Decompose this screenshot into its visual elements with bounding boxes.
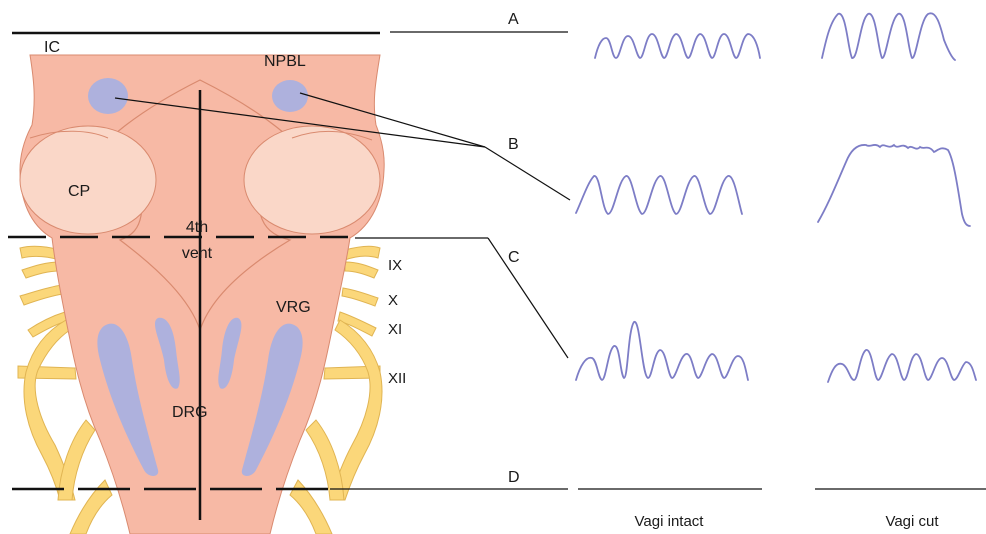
cerebellar-peduncle-right [244, 126, 380, 234]
label-ic: IC [44, 39, 60, 56]
pointer-c-trace [488, 238, 568, 358]
column-label-cut: Vagi cut [885, 513, 939, 530]
cerebellar-peduncle-left [20, 126, 156, 234]
label-fourth-vent-1: 4th [186, 219, 208, 236]
section-labels: A B C D [508, 11, 520, 486]
label-nerve-x: X [388, 292, 398, 309]
section-label-b: B [508, 136, 519, 153]
section-label-a: A [508, 11, 519, 28]
pointer-b-trace [485, 147, 570, 200]
label-cp: CP [68, 183, 90, 200]
label-vrg: VRG [276, 299, 311, 316]
label-drg: DRG [172, 404, 208, 421]
label-nerve-xii: XII [388, 370, 406, 387]
section-label-d: D [508, 469, 520, 486]
nerve-left-x [20, 285, 63, 305]
column-label-intact: Vagi intact [635, 513, 705, 530]
label-npbl: NPBL [264, 53, 306, 70]
respiratory-traces [576, 13, 976, 382]
trace-b-intact [576, 176, 742, 214]
trace-c-intact [576, 322, 748, 380]
trace-b-cut [818, 145, 970, 226]
nerve-right-ix-b [345, 262, 378, 278]
trace-a-cut [822, 13, 955, 60]
section-label-c: C [508, 249, 520, 266]
label-fourth-vent-2: vent [182, 245, 213, 262]
label-nerve-xi: XI [388, 321, 402, 338]
label-nerve-ix: IX [388, 257, 402, 274]
nerve-right-x [342, 288, 378, 306]
column-labels: Vagi intact Vagi cut [635, 513, 940, 530]
nucleus-npbl [272, 80, 308, 112]
trace-c-cut [828, 350, 976, 382]
nerve-left-ix-b [22, 262, 60, 278]
nerve-right-ix [345, 246, 380, 260]
trace-a-intact [595, 34, 760, 58]
nucleus-ic [88, 78, 128, 114]
